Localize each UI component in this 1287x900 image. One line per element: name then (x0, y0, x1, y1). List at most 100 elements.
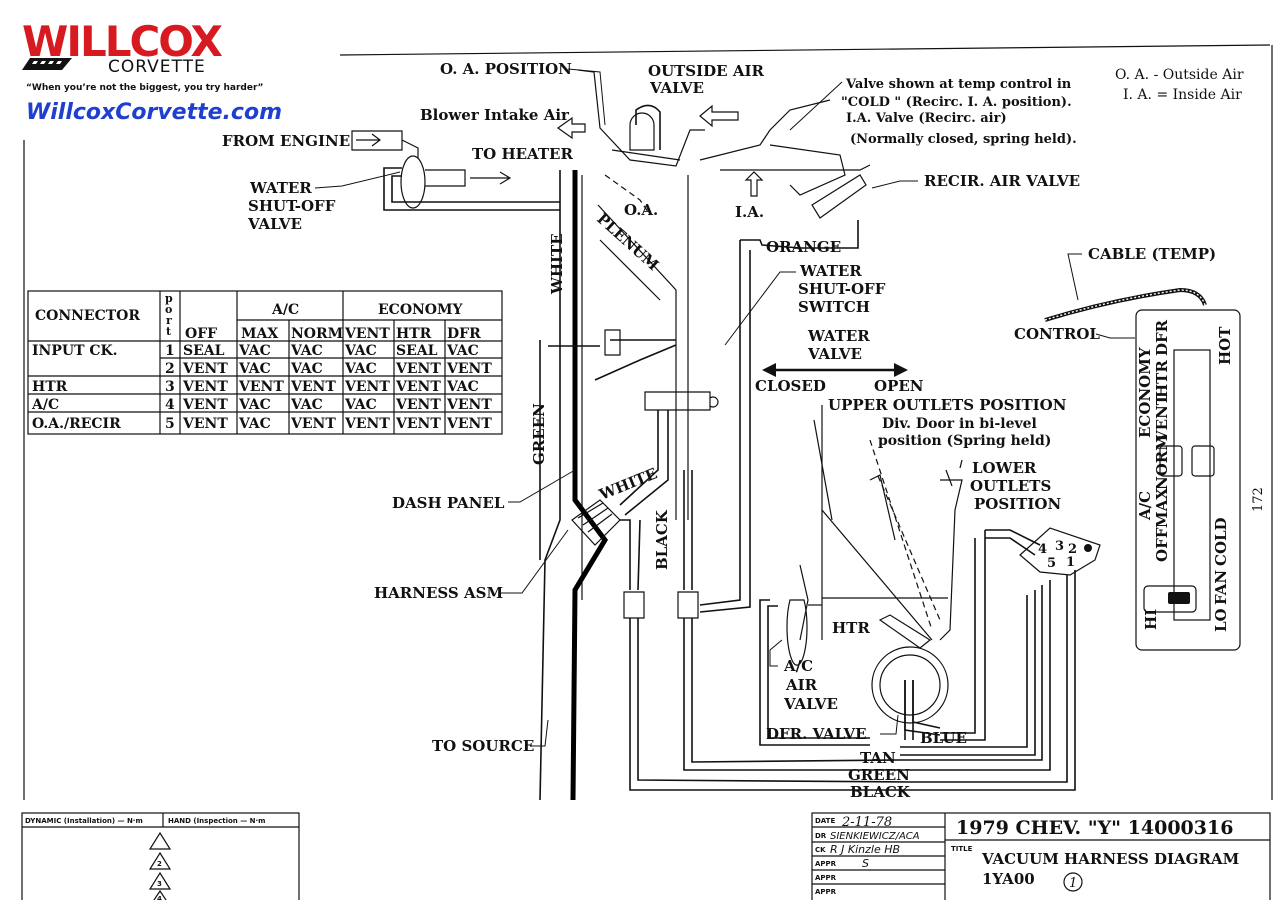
table-cell-connector: O.A./RECIR (32, 416, 121, 432)
connector-table (27, 290, 503, 435)
label-water-valve-title-1: WATER (807, 327, 870, 345)
label-open: OPEN (874, 377, 924, 395)
port-4: 4 (1038, 542, 1047, 557)
label-div-door-2: position (Spring held) (878, 433, 1051, 449)
label-black-vertical: BLACK (653, 509, 671, 570)
table-cell: VAC (238, 361, 271, 377)
tb-heading: 1979 CHEV. "Y" 14000316 (956, 817, 1233, 839)
ac-air-valve (786, 564, 822, 666)
label-blue: BLUE (920, 729, 967, 747)
panel-ac: A/C (1136, 491, 1154, 521)
table-cell: VAC (238, 397, 271, 413)
label-ac-air-valve-1: A/C (783, 657, 813, 675)
label-cable-temp: CABLE (TEMP) (1088, 245, 1216, 263)
table-header-off: OFF (185, 326, 217, 342)
table-header-connector: CONNECTOR (35, 308, 140, 324)
table-cell-port: 2 (165, 361, 175, 377)
label-green-vertical: GREEN (530, 403, 548, 465)
label-dfr-valve: DFR. VALVE (766, 725, 867, 743)
panel-norm: NORM (1153, 434, 1171, 490)
revision-triangles (148, 831, 172, 900)
table-cell: VENT (395, 416, 441, 432)
tb-date-value: 2-11-78 (841, 815, 892, 830)
table-cell: VENT (446, 416, 492, 432)
port-5: 5 (1047, 556, 1056, 571)
tb-dynamic: DYNAMIC (Installation) — N·m (25, 817, 143, 825)
port-2: 2 (1068, 542, 1077, 557)
label-water-valve-1: WATER (249, 179, 312, 197)
label-to-source: TO SOURCE (432, 737, 534, 755)
table-cell-connector: A/C (31, 397, 59, 413)
outside-air-valve (556, 69, 871, 219)
panel-vent: VENT (1153, 393, 1171, 443)
table-cell: VAC (290, 343, 323, 359)
table-cell: VENT (290, 379, 336, 395)
label-water-valve-2: SHUT-OFF (248, 197, 336, 215)
hvac-control-panel (1135, 309, 1241, 651)
note-line-2: "COLD " (Recirc. I. A. position). (841, 95, 1072, 110)
blower-arrow-icon (556, 116, 586, 140)
table-header-ac: A/C (271, 302, 299, 318)
table-subheader: VENT (344, 326, 390, 342)
port-3: 3 (1055, 539, 1064, 554)
panel-htr: HTR (1153, 360, 1171, 398)
tb-hand: HAND (Inspection — N·m (168, 817, 265, 825)
plenum (581, 175, 689, 600)
label-lower-outlets-2: OUTLETS (970, 477, 1051, 495)
panel-economy: ECONOMY (1136, 347, 1154, 438)
mode-lever-left[interactable] (1159, 445, 1183, 477)
page-number: 172 (1251, 487, 1266, 512)
label-white-vertical: WHITE (548, 233, 566, 295)
note-line-3: I.A. Valve (Recirc. air) (846, 111, 1007, 126)
tb-appr1-value: S (862, 857, 869, 870)
tb-ck-label: CK (815, 846, 826, 854)
triangle-3: 3 (157, 880, 162, 888)
logo-sub: CORVETTE (108, 57, 206, 77)
control-panel-labels: HOT DFR HTR VENT ECONOMY NORM MAX A/C OF… (1136, 319, 1266, 632)
panel-hi: HI (1142, 609, 1160, 630)
willcox-logo: WILLCOX CORVETTE “When you’re not the bi… (22, 17, 282, 125)
table-cell-port: 4 (165, 397, 175, 413)
label-outside-air: OUTSIDE AIR (648, 62, 764, 80)
tb-sheet: 1 (1069, 876, 1077, 891)
port-fitting (1019, 527, 1101, 576)
table-cell: VENT (182, 361, 228, 377)
table-subheader: MAX (241, 326, 278, 342)
logo-brand: WILLCOX (22, 17, 223, 66)
table-cell: VENT (395, 379, 441, 395)
panel-fan: FAN (1212, 570, 1230, 605)
table-cell: VAC (344, 397, 377, 413)
table-subheader: DFR (447, 326, 481, 342)
table-header-port-p: p (165, 292, 173, 305)
panel-lo: LO (1212, 608, 1230, 632)
tb-title: VACUUM HARNESS DIAGRAM (981, 850, 1239, 868)
table-cell: VAC (238, 416, 271, 432)
tb-appr2-label: APPR (815, 874, 837, 882)
table-header-port-t: t (166, 325, 172, 338)
label-outside-air-valve: VALVE (649, 79, 704, 97)
label-orange: ORANGE (766, 238, 841, 256)
dfr-valve (871, 646, 949, 740)
note-line-4: (Normally closed, spring held). (850, 132, 1077, 147)
label-from-engine: FROM ENGINE (222, 132, 350, 150)
table-cell: VENT (395, 361, 441, 377)
table-subheader: HTR (396, 326, 432, 342)
note-line-1: Valve shown at temp control in (845, 77, 1072, 92)
table-cell: VENT (182, 397, 228, 413)
label-ia: I.A. (735, 203, 764, 221)
port-1: 1 (1066, 555, 1075, 570)
water-shutoff-valve (351, 130, 560, 211)
mode-lever-right[interactable] (1191, 445, 1215, 477)
logo-url[interactable]: WillcoxCorvette.com (26, 100, 282, 125)
inlet-arrow-icon (699, 104, 739, 128)
panel-cold: COLD (1212, 517, 1230, 566)
label-tan: TAN (860, 749, 896, 767)
label-closed: CLOSED (755, 377, 826, 395)
table-header-port-o: o (165, 303, 172, 316)
table-header-economy: ECONOMY (378, 302, 463, 318)
